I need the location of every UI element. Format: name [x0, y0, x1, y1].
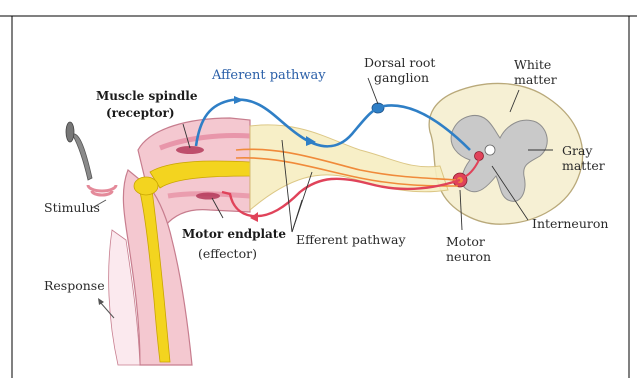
label-neuron: neuron: [446, 249, 491, 264]
label-response: Response: [44, 278, 105, 293]
label-white: White: [514, 57, 551, 72]
label-gray: Gray: [562, 143, 593, 158]
label-efferent-pathway: Efferent pathway: [296, 232, 407, 247]
label-effector: (effector): [198, 246, 257, 261]
label-muscle-spindle: Muscle spindle: [96, 89, 198, 103]
label-ganglion: ganglion: [374, 70, 429, 85]
label-interneuron: Interneuron: [532, 216, 608, 231]
label-afferent-pathway: Afferent pathway: [211, 68, 326, 83]
label-stimulus: Stimulus: [44, 200, 100, 215]
stimulus-impact: [88, 185, 116, 195]
label-white-matter: matter: [514, 72, 557, 87]
leg-illustration: [109, 118, 250, 365]
reflex-hammer: [66, 122, 92, 180]
afferent-arrowhead-1: [234, 96, 244, 104]
label-motor: Motor: [446, 234, 485, 249]
label-gray-matter: matter: [562, 158, 605, 173]
label-dorsal-root: Dorsal root: [364, 55, 435, 70]
label-motor-endplate: Motor endplate: [182, 227, 286, 241]
spinal-cord-section: [429, 83, 582, 224]
label-receptor: (receptor): [106, 106, 175, 120]
